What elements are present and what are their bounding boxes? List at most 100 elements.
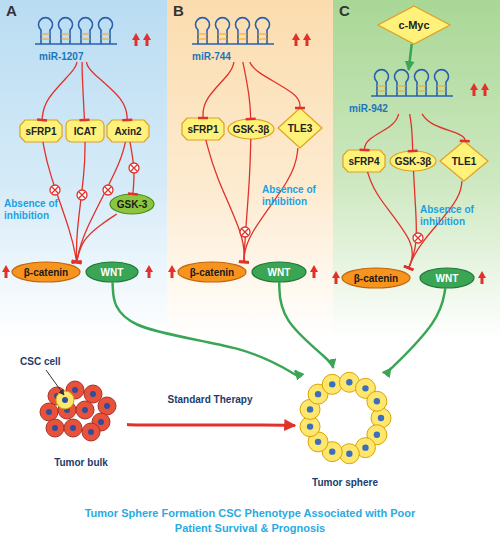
inhibition-line	[244, 148, 298, 262]
connector-group	[42, 62, 77, 120]
node-label: GSK-3	[110, 194, 154, 214]
inhibition-line	[87, 62, 128, 120]
activation-arrow	[113, 282, 299, 376]
mirna-hairpin: miR-744	[188, 18, 288, 62]
connector-group	[410, 114, 413, 151]
shape-path	[343, 150, 385, 172]
protein-box: sFRP1	[20, 120, 62, 142]
node-label: WNT	[86, 262, 138, 282]
mirna-hairpin: miR-1207	[35, 18, 130, 62]
annotation: Absence of inhibition	[262, 184, 332, 207]
protein-diamond: TLE3	[278, 108, 322, 148]
protein-ellipse: WNT	[420, 268, 474, 288]
shape-path	[440, 141, 488, 181]
hairpin-graphic	[35, 18, 117, 44]
panel: miR-744sFRP1GSK-3βTLE3β-cateninWNTB	[167, 0, 333, 340]
connector-group	[368, 172, 413, 268]
shape-path	[178, 262, 246, 282]
node-label: β-catenin	[12, 262, 80, 282]
connector-group	[203, 62, 234, 118]
node-label: GSK-3β	[228, 119, 274, 139]
protein-ellipse: WNT	[86, 262, 138, 282]
shape-path	[66, 120, 104, 142]
tumor-sphere: Tumor sphere	[295, 368, 395, 488]
shape-path	[390, 151, 436, 171]
node-label: Axin2	[107, 120, 149, 142]
cell-cluster	[300, 372, 391, 463]
node-label: C	[339, 3, 350, 20]
connector-group	[82, 62, 84, 120]
protein-ellipse: β-catenin	[342, 268, 410, 288]
tumor-bulk: Tumor bulk	[35, 378, 127, 468]
connector-group	[409, 44, 412, 70]
shape-path	[107, 120, 149, 142]
node-label: GSK-3β	[390, 151, 436, 171]
node-label: B	[173, 3, 184, 20]
shape-path	[182, 118, 224, 140]
inhibition-line	[77, 142, 126, 262]
protein-ellipse: GSK-3β	[228, 119, 274, 139]
protein-diamond: TLE1	[440, 141, 488, 181]
connector-group	[244, 148, 298, 262]
edge-label: Standard Therapy	[165, 394, 255, 406]
inhibition-line	[365, 114, 399, 150]
shape-path	[420, 268, 474, 288]
inhibition-line	[203, 62, 234, 118]
shape-path	[342, 268, 410, 288]
node-label: sFRP4	[343, 150, 385, 172]
connector-group	[43, 142, 77, 262]
node-label: WNT	[252, 262, 306, 282]
connector-group	[77, 142, 126, 262]
node-label: miR-942	[349, 103, 388, 114]
connector-group	[365, 114, 399, 150]
node-label: sFRP1	[20, 120, 62, 142]
inhibition-line	[42, 62, 77, 120]
protein-ellipse: β-catenin	[12, 262, 80, 282]
shape-path	[20, 120, 62, 142]
connector-group	[87, 62, 128, 120]
callout-label: CSC cell	[20, 356, 80, 368]
connector-group	[244, 139, 251, 262]
node-label: miR-744	[192, 51, 231, 62]
annotation: Absence of inhibition	[420, 204, 490, 227]
protein-box: Axin2	[107, 120, 149, 142]
protein-box: sFRP4	[343, 150, 385, 172]
shape-path	[86, 262, 138, 282]
inhibition-line	[368, 172, 413, 268]
activation-arrow	[409, 44, 412, 70]
inhibition-line	[410, 114, 413, 151]
shape-path	[252, 262, 306, 282]
protein-diamond: c-Myc	[378, 6, 450, 44]
hairpin-graphic	[192, 18, 274, 44]
inhibition-line	[82, 62, 84, 120]
panel: miR-1207 sFRP1ICATAxin2GSK-3 β-catenin WNT A	[0, 0, 167, 340]
cell-cluster	[40, 381, 116, 441]
connector-group	[409, 171, 417, 268]
shape-path	[228, 119, 274, 139]
node-label: sFRP1	[182, 118, 224, 140]
inhibition-line	[409, 181, 462, 268]
node-label: WNT	[420, 268, 474, 288]
connector-group	[422, 114, 465, 141]
node-label: miR-1207	[39, 51, 83, 62]
inhibition-line	[43, 142, 77, 262]
node-label: ICAT	[66, 120, 104, 142]
connector-group	[250, 62, 300, 108]
shape-path	[12, 262, 80, 282]
activation-arrow	[279, 282, 333, 368]
connector-group	[206, 140, 244, 262]
panel: c-Myc miR-942 sFRP4GSK-3βTLE1 β-catenin WNT C	[333, 0, 500, 340]
annotation: Absence of inhibition	[4, 198, 84, 221]
inhibition-line	[206, 140, 244, 262]
activation-arrow	[127, 423, 295, 427]
connector-group	[130, 142, 134, 194]
shape-path	[278, 108, 322, 148]
connector-group	[127, 424, 295, 426]
activation-arrow	[390, 288, 445, 369]
connector-group	[113, 282, 299, 376]
inhibition-line	[250, 62, 300, 108]
inhibition-line	[422, 114, 465, 141]
protein-ellipse: WNT	[252, 262, 306, 282]
node-label: A	[6, 3, 17, 20]
caption: Tumor Sphere Formation CSC Phenotype Ass…	[80, 506, 420, 536]
